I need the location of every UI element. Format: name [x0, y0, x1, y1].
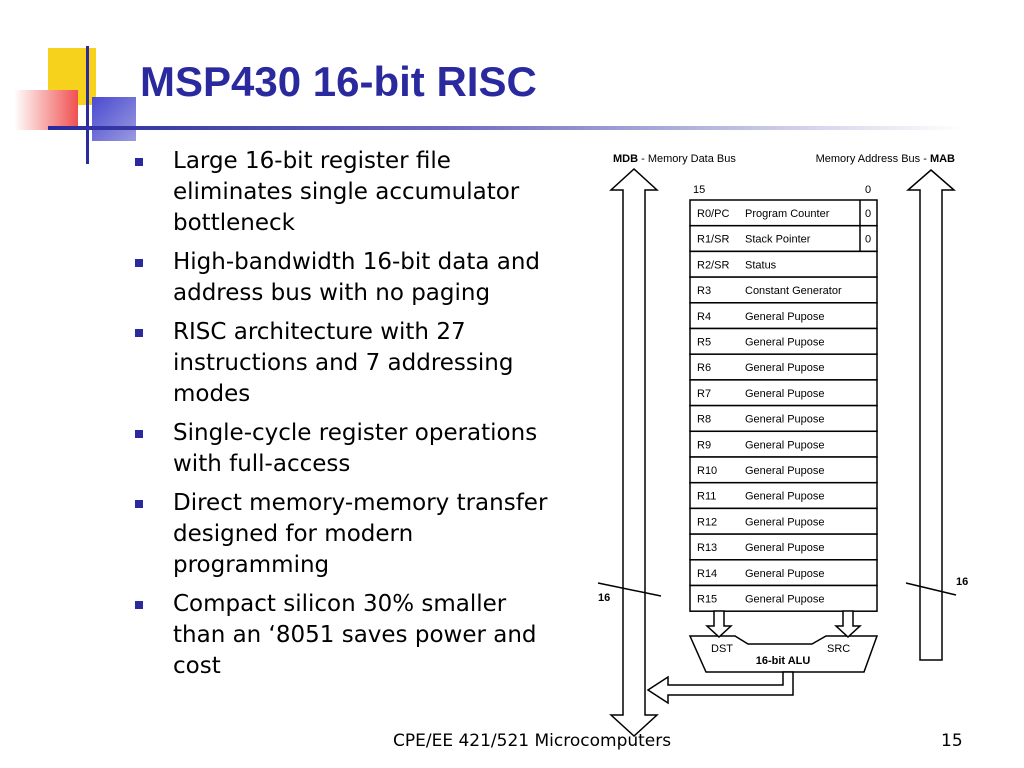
alu-output-arrow [646, 671, 794, 705]
register-name: R2/SR [697, 259, 729, 271]
bullet-square-icon [135, 158, 143, 166]
register-name: R14 [697, 568, 717, 580]
register-row [689, 327, 878, 355]
bullet-text: High-bandwidth 16-bit data and address b… [173, 249, 541, 306]
register-name: R1/SR [697, 234, 729, 246]
register-desc: General Pupose [745, 362, 825, 374]
register-bit0: 0 [865, 234, 871, 246]
page-number: 15 [941, 731, 963, 751]
bullet-square-icon [135, 500, 143, 508]
bullet-text: Direct memory-memory transfer designed f… [173, 490, 548, 578]
register-row [689, 533, 878, 561]
register-row [689, 430, 878, 458]
alu-dst-label: DST [711, 643, 733, 655]
register-row [689, 404, 878, 433]
register-row [689, 199, 878, 227]
register-row [689, 379, 878, 407]
alu-block [688, 635, 879, 673]
bullet-text: Single-cycle register operations with fu… [173, 420, 538, 477]
decor-red-block [14, 90, 78, 130]
mdb-bus-arrow [609, 167, 659, 738]
register-desc: Program Counter [745, 208, 830, 220]
footer-course: CPE/EE 421/521 Microcomputers [393, 731, 672, 751]
register-name: R9 [697, 439, 711, 451]
bit-0-label: 0 [865, 184, 871, 196]
register-row [689, 584, 878, 612]
register-name: R4 [697, 311, 711, 323]
register-desc: General Pupose [745, 311, 825, 323]
decor-vertical-line [86, 46, 89, 164]
register-desc: General Pupose [745, 491, 825, 503]
mab-bus-arrow [905, 169, 957, 661]
bullet-square-icon [135, 601, 143, 609]
register-row [689, 302, 878, 330]
bullet-square-icon [135, 259, 143, 267]
register-desc: General Pupose [745, 465, 825, 477]
register-row [689, 481, 878, 510]
register-desc: General Pupose [745, 439, 825, 451]
bullet-item: Single-cycle register operations with fu… [135, 418, 555, 480]
register-name: R7 [697, 388, 711, 400]
bullet-text: Large 16-bit register file eliminates si… [173, 148, 520, 236]
register-name: R13 [697, 542, 717, 554]
alu-src-label: SRC [827, 643, 850, 655]
bullet-item: Large 16-bit register file eliminates si… [135, 146, 555, 239]
register-name: R5 [697, 337, 711, 349]
bullet-square-icon [135, 329, 143, 337]
register-desc: General Pupose [745, 414, 825, 426]
mdb-width-slash [597, 582, 662, 597]
bullet-item: Compact silicon 30% smaller than an ‘805… [135, 589, 555, 682]
dst-arrow [705, 610, 733, 639]
register-desc: Stack Pointer [745, 234, 811, 246]
register-bit0: 0 [865, 208, 871, 220]
alu-label: 16-bit ALU [756, 655, 811, 667]
bullet-text: RISC architecture with 27 instructions a… [173, 319, 514, 407]
bullet-square-icon [135, 430, 143, 438]
register-desc: General Pupose [745, 388, 825, 400]
mab-width-label: 16 [956, 576, 968, 588]
register-name: R12 [697, 516, 717, 528]
mdb-width-label: 16 [598, 592, 610, 604]
bullet-list: Large 16-bit register file eliminates si… [135, 146, 555, 690]
title-underline [48, 126, 963, 130]
register-name: R6 [697, 362, 711, 374]
bullet-item: High-bandwidth 16-bit data and address b… [135, 247, 555, 309]
register-row [689, 353, 878, 381]
register-name: R11 [697, 491, 716, 503]
decor-blue-block [92, 97, 136, 141]
bullet-text: Compact silicon 30% smaller than an ‘805… [173, 591, 537, 679]
bit-15-label: 15 [693, 184, 705, 196]
mab-label: Memory Address Bus - MAB [816, 153, 955, 165]
register-name: R10 [697, 465, 717, 477]
register-desc: General Pupose [745, 516, 825, 528]
register-desc: Status [745, 259, 777, 271]
src-arrow [834, 610, 862, 639]
register-row [689, 559, 878, 587]
bullet-item: RISC architecture with 27 instructions a… [135, 317, 555, 410]
register-name: R15 [697, 594, 717, 606]
register-desc: General Pupose [745, 337, 825, 349]
register-row [689, 250, 878, 278]
mab-width-slash [905, 582, 957, 596]
register-desc: General Pupose [745, 594, 825, 606]
mdb-label: MDB - Memory Data Bus [613, 153, 736, 165]
slide-title: MSP430 16-bit RISC [140, 58, 537, 105]
register-desc: General Pupose [745, 542, 825, 554]
register-row [689, 456, 878, 484]
register-name: R0/PC [697, 208, 729, 220]
register-desc: Constant Generator [745, 285, 842, 297]
register-desc: General Pupose [745, 568, 825, 580]
register-name: R8 [697, 414, 711, 426]
register-name: R3 [697, 285, 711, 297]
bullet-item: Direct memory-memory transfer designed f… [135, 488, 555, 581]
